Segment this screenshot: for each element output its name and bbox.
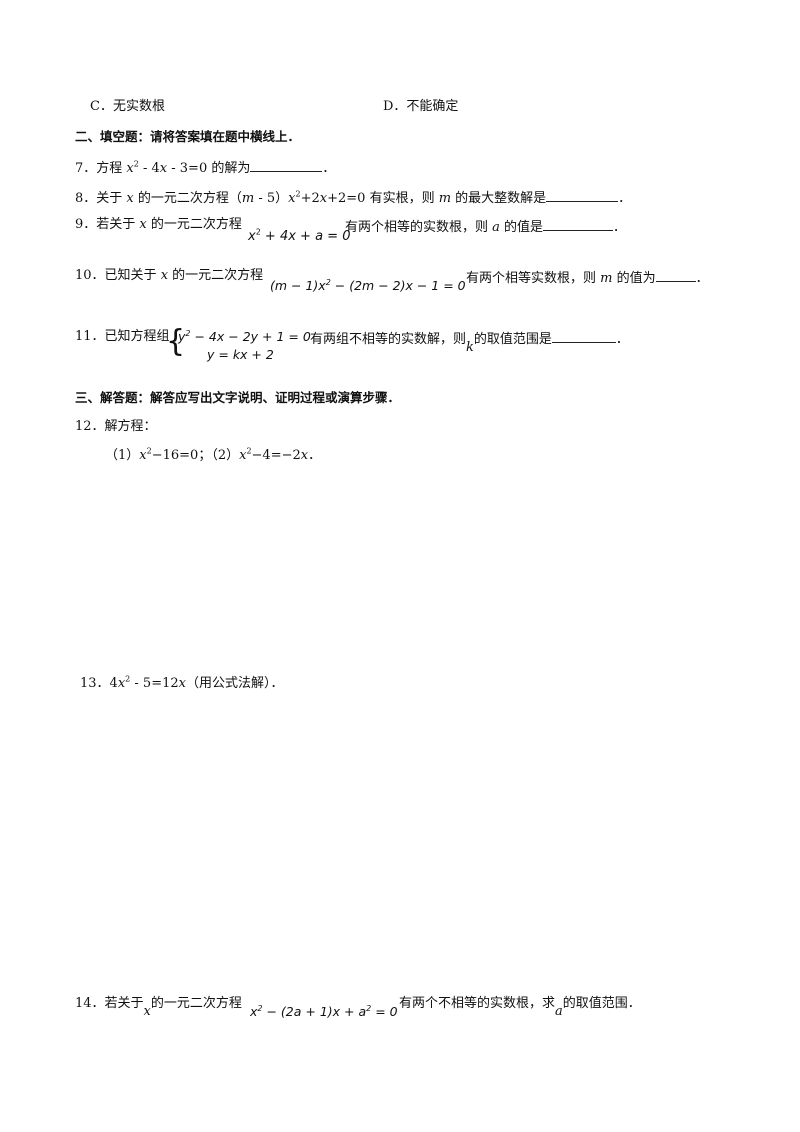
question-10: 10．已知关于 x 的一元二次方程 <box>75 268 264 283</box>
question-11-tail: 有两组不相等的实数解，则k的取值范围是． <box>310 328 629 355</box>
option-d: D．不能确定 <box>383 99 459 114</box>
question-9: 9．若关于 x 的一元二次方程 <box>75 217 242 232</box>
question-10-equation: (m − 1)x2 − (2m − 2)x − 1 = 0 <box>270 277 466 293</box>
section-2-title: 二、填空题：请将答案填在题中横线上． <box>75 129 301 144</box>
question-11: 11．已知方程组 <box>75 329 170 344</box>
question-14-tail: 有两个不相等的实数根，求a的取值范围． <box>399 996 641 1019</box>
question-10-tail: 有两个相等实数根，则 m 的值为． <box>466 267 709 288</box>
question-11-equation-1: y2 − 4x − 2y + 1 = 0 <box>178 328 311 344</box>
question-14-equation: x2 − (2a + 1)x + a2 = 0 <box>250 1003 398 1019</box>
section-3-title: 三、解答题：解答应写出文字说明、证明过程或演算步骤． <box>75 390 401 405</box>
question-7: 7．方程 x2 - 4x - 3=0 的解为． <box>75 157 335 178</box>
question-12-title: 12．解方程： <box>75 419 157 434</box>
question-9-equation: x2 + 4x + a = 0 <box>248 227 351 244</box>
answer-blank <box>250 157 323 172</box>
answer-blank <box>655 267 696 282</box>
question-13: 13．4x2 - 5=12x（用公式法解）． <box>80 674 284 691</box>
question-12-parts: （1）x2−16=0；（2）x2−4=−2x． <box>105 446 322 463</box>
question-9-tail: 有两个相等的实数根，则 a 的值是． <box>345 216 626 237</box>
system-brace: { <box>166 324 186 359</box>
question-11-equation-2: y = kx + 2 <box>207 347 274 362</box>
question-8: 8．关于 x 的一元二次方程（m - 5）x2+2x+2=0 有实根，则 m 的… <box>75 187 631 208</box>
answer-blank <box>551 328 616 343</box>
answer-blank <box>543 216 614 231</box>
answer-blank <box>546 187 619 202</box>
option-c: C．无实数根 <box>90 99 165 114</box>
question-14: 14．若关于x的一元二次方程 <box>75 996 242 1019</box>
